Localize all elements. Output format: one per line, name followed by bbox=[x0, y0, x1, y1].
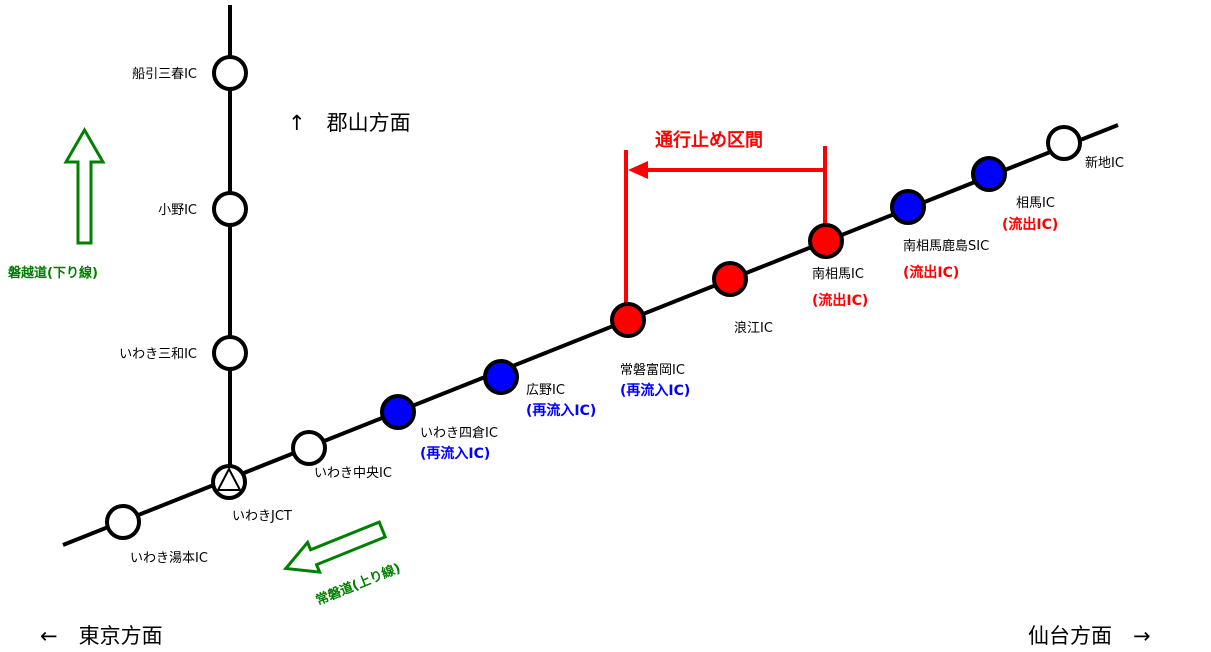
ic-iwaki-yumoto-node bbox=[105, 504, 141, 540]
ic-minami-soma-kashima-node bbox=[890, 189, 926, 225]
ic-joban-tomioka-node bbox=[610, 302, 646, 338]
ic-iwaki-yotsukura-note: (再流入IC) bbox=[420, 445, 490, 462]
ic-minami-soma-label: 南相馬IC bbox=[812, 266, 864, 282]
ic-soma-note: (流出IC) bbox=[1002, 216, 1058, 233]
ic-minami-soma-kashima-note: (流出IC) bbox=[903, 264, 959, 281]
ic-funahiki-miharu-label: 船引三春IC bbox=[132, 67, 197, 82]
ic-soma-node bbox=[971, 156, 1007, 192]
joban-road-label: 常磐道(上り線) bbox=[314, 560, 403, 609]
closure-section-label: 通行止め区間 bbox=[655, 129, 763, 151]
jct-triangle-icon bbox=[216, 466, 242, 491]
ic-iwaki-chuo-node bbox=[291, 430, 327, 466]
direction-sendai: 仙台方面 → bbox=[1028, 624, 1151, 648]
banetsu-road-label: 磐越道(下り線) bbox=[8, 265, 98, 281]
closure-section-bracket bbox=[624, 146, 827, 318]
ic-iwaki-yotsukura-node bbox=[380, 394, 416, 430]
ic-joban-tomioka-note: (再流入IC) bbox=[620, 382, 690, 399]
ic-shinchi-node bbox=[1046, 125, 1082, 161]
closure-arrowhead bbox=[628, 161, 648, 179]
ic-ono-node bbox=[212, 191, 248, 227]
ic-iwaki-miwa-label: いわき三和IC bbox=[119, 347, 197, 362]
ic-shinchi-label: 新地IC bbox=[1085, 155, 1124, 171]
ic-hirono-label: 広野IC bbox=[526, 383, 565, 398]
ic-iwaki-miwa-node bbox=[212, 335, 248, 371]
ic-iwaki-yumoto-label: いわき湯本IC bbox=[130, 551, 208, 566]
ic-minami-soma-node bbox=[808, 223, 844, 259]
ic-minami-soma-note: (流出IC) bbox=[812, 292, 868, 309]
ic-iwaki-yotsukura-label: いわき四倉IC bbox=[420, 426, 498, 441]
ic-soma-label: 相馬IC bbox=[1016, 196, 1055, 211]
ic-ono-label: 小野IC bbox=[158, 203, 197, 218]
ic-iwaki-chuo-label: いわき中央IC bbox=[314, 466, 392, 481]
ic-namie-node bbox=[712, 261, 748, 297]
ic-minami-soma-kashima-label: 南相馬鹿島SIC bbox=[903, 238, 989, 254]
banetsu-up-arrow-icon bbox=[63, 127, 106, 245]
ic-funahiki-miharu-node bbox=[212, 55, 248, 91]
ic-joban-tomioka-label: 常磐富岡IC bbox=[620, 362, 685, 378]
ic-hirono-note: (再流入IC) bbox=[526, 402, 596, 419]
direction-koriyama: ↑ 郡山方面 bbox=[288, 111, 411, 135]
ic-namie-label: 浪江IC bbox=[734, 321, 773, 336]
iwaki-jct-label: いわきJCT bbox=[232, 509, 292, 524]
direction-tokyo: ← 東京方面 bbox=[40, 624, 163, 648]
joban-down-left-arrow-icon bbox=[282, 520, 388, 574]
ic-hirono-node bbox=[483, 359, 519, 395]
